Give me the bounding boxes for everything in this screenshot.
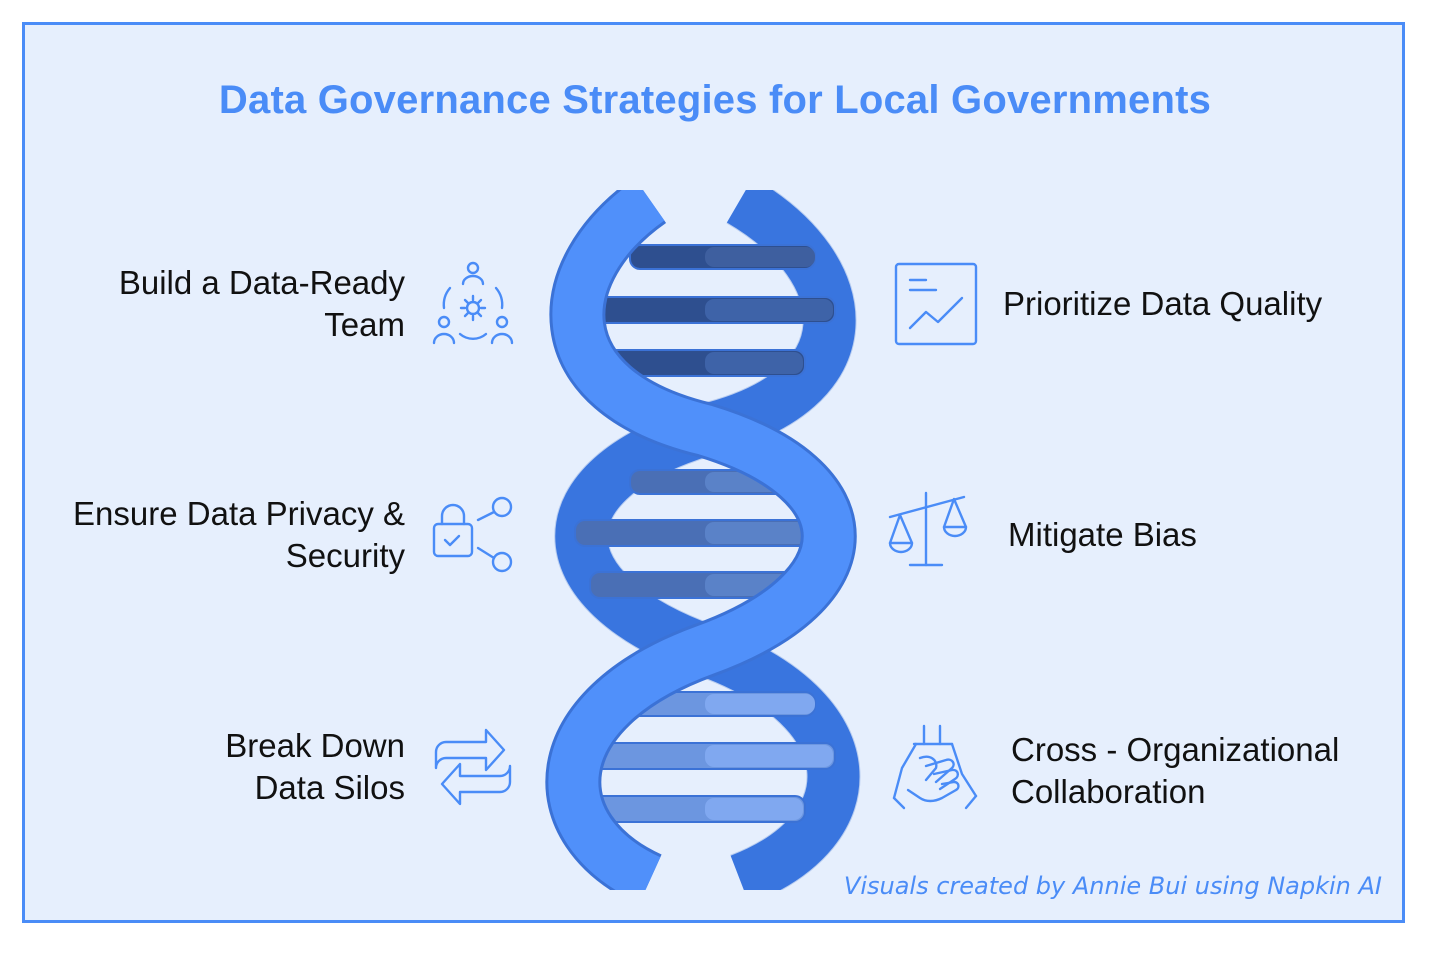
- balance-scale-icon: [884, 487, 974, 577]
- chart-document-icon: [892, 260, 982, 350]
- item-prioritize-data-quality: Prioritize Data Quality: [1003, 285, 1323, 322]
- item-mitigate-bias: Mitigate Bias: [1008, 516, 1197, 553]
- handshake-icon: [890, 722, 980, 812]
- item-build-data-ready-team: Build a Data-Ready Team: [118, 264, 405, 343]
- attribution-credit: Visuals created by Annie Bui using Napki…: [843, 872, 1382, 900]
- item-break-down-data-silos: Break Down Data Silos: [225, 727, 405, 806]
- team-gear-icon: [428, 258, 518, 348]
- item-cross-organizational-collaboration: Cross - Organizational Collaboration: [1011, 731, 1340, 810]
- helix-rungs-bottom: [574, 691, 836, 823]
- exchange-arrows-icon: [430, 722, 520, 812]
- helix-rungs-top: [574, 244, 836, 377]
- lock-share-icon: [428, 490, 518, 580]
- item-ensure-data-privacy-security: Ensure Data Privacy & Security: [73, 495, 405, 574]
- diagram-title: Data Governance Strategies for Local Gov…: [218, 78, 1212, 122]
- dna-helix-illustration: [540, 176, 870, 906]
